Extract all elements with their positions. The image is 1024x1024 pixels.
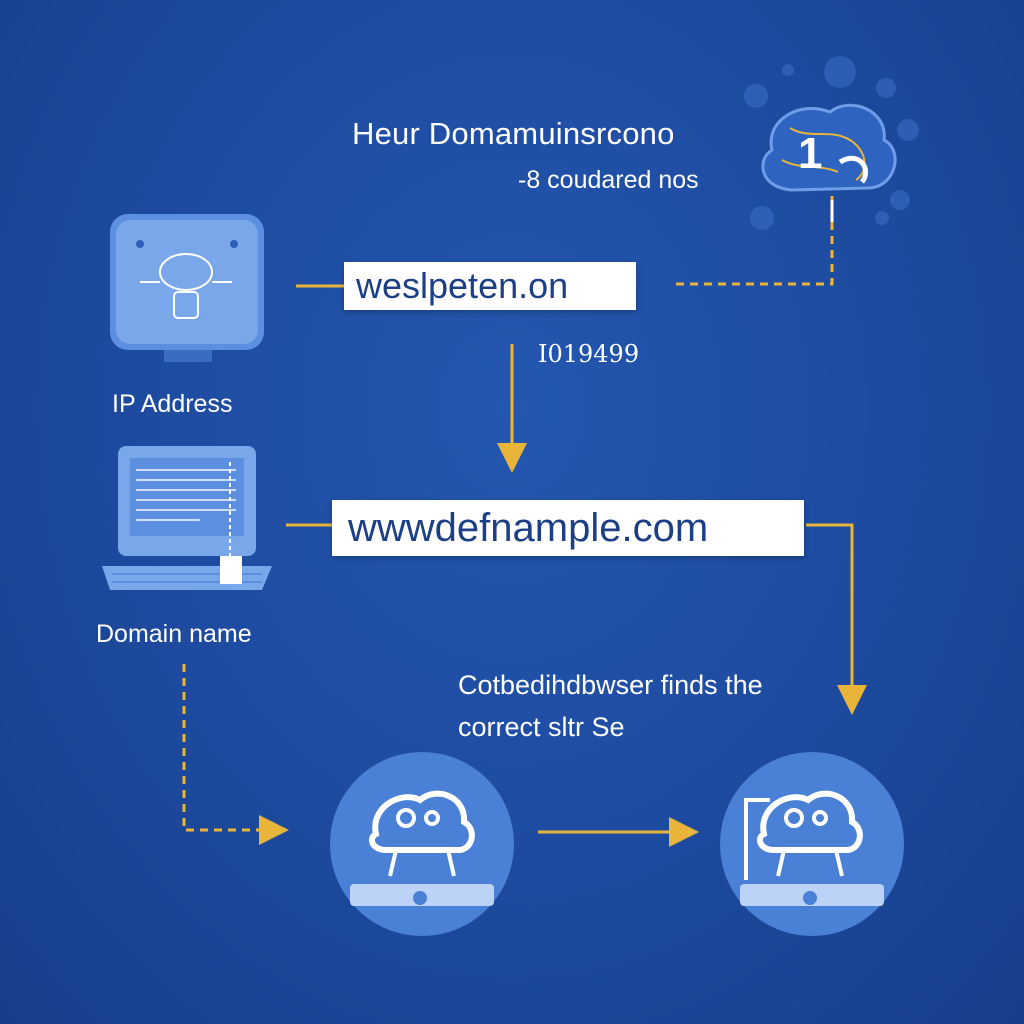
- diagram-subtitle: -8 coudared nos: [518, 166, 699, 194]
- ip-address-label: IP Address: [112, 390, 233, 418]
- caption-line-1: Cotbedihdbwser finds the: [458, 670, 763, 700]
- dashed-connector-globe: [676, 196, 834, 286]
- main-domain-box: wwwdefnample.com: [332, 500, 804, 556]
- server-icon: [110, 214, 264, 362]
- caption: Cotbedihdbwser finds the correct sltr Se: [458, 664, 763, 748]
- top-domain-box: weslpeten.on: [344, 262, 636, 310]
- diagram-title: Heur Domamuinsrcono: [352, 116, 675, 151]
- ip-value: I019499: [538, 340, 640, 368]
- robot-cloud-icon: [330, 752, 514, 936]
- badge-number: 1: [798, 129, 822, 178]
- robot-cloud-icon: [720, 752, 904, 936]
- laptop-icon: [102, 446, 272, 590]
- globe-cloud-icon: 1: [761, 103, 897, 192]
- caption-line-2: correct sltr Se: [458, 712, 625, 742]
- domain-name-label: Domain name: [96, 620, 252, 648]
- decorative-bubbles: [744, 56, 919, 230]
- dashed-arrow-domain-bot: [182, 664, 289, 845]
- arrow-right-down: [806, 523, 867, 715]
